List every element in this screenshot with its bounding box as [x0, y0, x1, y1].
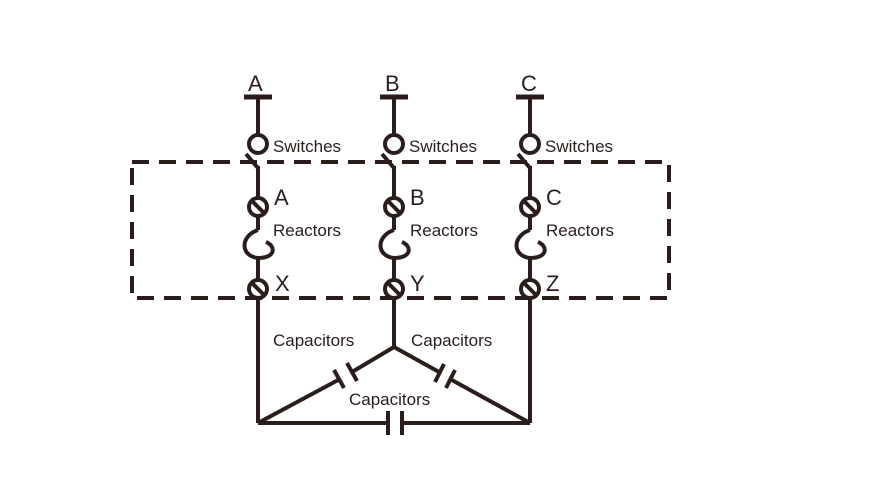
capacitor-label-left: Capacitors: [273, 331, 354, 350]
switch-contact-a: [247, 133, 269, 155]
capacitor-label-bottom: Capacitors: [349, 390, 430, 409]
switch-blade-b: [380, 152, 396, 170]
phase-b: B Switches B Reactors Y: [378, 71, 478, 300]
reactor-enclosure: [130, 160, 671, 300]
reactor-end-label-y: Y: [410, 271, 425, 296]
phase-c: C Switches C Reactors Z: [514, 71, 614, 300]
switch-label-c: Switches: [545, 137, 613, 156]
switch-contact-c: [519, 133, 541, 155]
reactor-end-label-x: X: [275, 271, 290, 296]
supply-label-b: B: [385, 71, 400, 96]
capacitor-left: [332, 369, 346, 389]
reactor-label-c: Reactors: [546, 221, 614, 240]
phase-a: A Switches A Reactors X: [242, 71, 341, 300]
reactor-start-label-b: B: [410, 185, 425, 210]
reactor-coil-a: [242, 228, 275, 261]
capacitor-right: [433, 363, 446, 383]
switch-blade-a: [244, 152, 260, 170]
capacitor-network: Capacitors Capacitors Capacitors: [256, 298, 532, 435]
reactor-start-label-c: C: [546, 185, 562, 210]
switch-contact-b: [383, 133, 405, 155]
reactor-coil-b: [378, 228, 411, 261]
switch-label-a: Switches: [273, 137, 341, 156]
supply-label-a: A: [248, 71, 263, 96]
reactor-end-label-z: Z: [546, 271, 559, 296]
reactor-start-label-a: A: [274, 185, 289, 210]
switch-label-b: Switches: [409, 137, 477, 156]
reactor-label-b: Reactors: [410, 221, 478, 240]
supply-label-c: C: [521, 71, 537, 96]
reactor-label-a: Reactors: [273, 221, 341, 240]
switch-blade-c: [516, 152, 532, 170]
capacitor-label-right: Capacitors: [411, 331, 492, 350]
reactor-coil-c: [514, 228, 547, 261]
